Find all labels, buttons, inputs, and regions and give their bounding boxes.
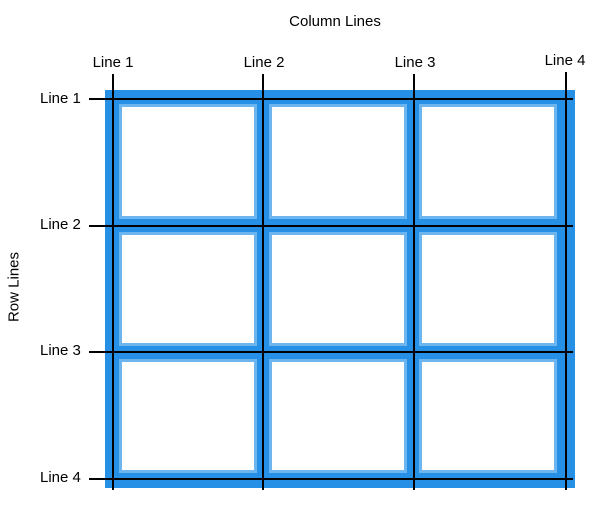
- grid-cell-r1-c1: [119, 104, 257, 219]
- grid-container: [105, 90, 575, 488]
- row-line-3-label: Line 3: [40, 342, 81, 359]
- column-line-3-label: Line 3: [394, 54, 436, 71]
- grid-cell-r3-c3: [419, 359, 557, 473]
- column-lines-title: Column Lines: [289, 13, 381, 30]
- grid-cell-r3-c2: [269, 359, 407, 473]
- grid-cell-r2-c1: [119, 232, 257, 346]
- column-line-1-label: Line 1: [92, 54, 134, 71]
- row-line-4-label: Line 4: [40, 469, 81, 486]
- column-line-2-label: Line 2: [243, 54, 285, 71]
- grid-cell-r2-c2: [269, 232, 407, 346]
- grid-cell-r1-c2: [269, 104, 407, 219]
- row-line-1-label: Line 1: [40, 90, 81, 107]
- column-line-4-label: Line 4: [544, 52, 586, 69]
- grid-cell-r2-c3: [419, 232, 557, 346]
- row-line-2-label: Line 2: [40, 216, 81, 233]
- grid-cell-r1-c3: [419, 104, 557, 219]
- grid-cell-r3-c1: [119, 359, 257, 473]
